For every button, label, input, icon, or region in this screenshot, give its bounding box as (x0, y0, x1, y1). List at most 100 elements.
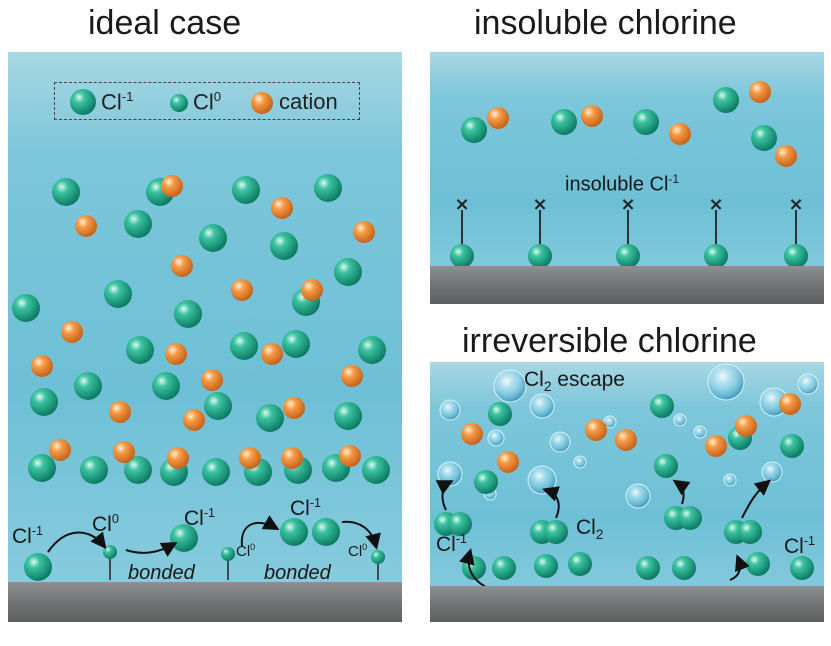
chloride-ion (713, 87, 739, 113)
cation (113, 441, 135, 463)
chloride-ion (450, 244, 474, 268)
chloride-ion (551, 109, 577, 135)
chloride-ion (461, 117, 487, 143)
chloride-ion (232, 176, 260, 204)
chloride-ion (126, 336, 154, 364)
arrow (341, 520, 381, 550)
legend: Cl-1 Cl0 cation (54, 82, 360, 120)
chloride-ion (746, 552, 770, 576)
cation (231, 279, 253, 301)
cation (775, 145, 797, 167)
cation (735, 415, 757, 437)
cation (167, 447, 189, 469)
chloride-ion (704, 244, 728, 268)
electrode-surface (8, 582, 402, 622)
chloride-ion (474, 470, 498, 494)
irreversible-chlorine-particles (434, 363, 819, 593)
cation (581, 105, 603, 127)
cation (201, 369, 223, 391)
cl2-label: Cl2 (576, 516, 604, 543)
arrow (47, 531, 107, 553)
bonded-label: bonded (264, 562, 331, 584)
electrode-surface (430, 586, 824, 622)
chloride-ion (199, 224, 227, 252)
gas-bubble (549, 431, 571, 453)
bonded-label: bonded (128, 562, 195, 584)
chloride-ion (104, 280, 132, 308)
arrow (542, 486, 560, 519)
blocked-mark: × (454, 194, 469, 215)
chloride-ion (202, 458, 230, 486)
gas-bubble (439, 399, 461, 421)
chloride-ion (124, 210, 152, 238)
chloride-ion-label: Cl-1 (184, 506, 216, 530)
insoluble-chlorine-particles: ××××× (450, 81, 808, 268)
cation (161, 175, 183, 197)
chloride-ion (230, 332, 258, 360)
chloride-ion (492, 556, 516, 580)
chloride-ion (371, 550, 385, 564)
chloride-ion (12, 294, 40, 322)
cation (183, 409, 205, 431)
gas-bubble (761, 461, 783, 483)
gas-bubble (797, 373, 819, 395)
legend-chloride-ion-marker (70, 89, 96, 115)
chloride-ion (80, 456, 108, 484)
cation (49, 439, 71, 461)
insoluble-chlorine-panel: ××××× insoluble Cl-1 (430, 52, 824, 304)
cation (669, 123, 691, 145)
chloride-ion (616, 244, 640, 268)
chloride-ion (282, 330, 310, 358)
legend-markers (70, 89, 273, 115)
chloride-ion (334, 258, 362, 286)
gas-bubble (573, 455, 587, 469)
chloride-ion (790, 556, 814, 580)
chloride-ion (152, 372, 180, 400)
cation (301, 279, 323, 301)
arrow (672, 479, 691, 505)
chloride-ion (204, 392, 232, 420)
electrode-surface (430, 266, 824, 304)
chloride-ion (650, 394, 674, 418)
chloride-ion (24, 553, 52, 581)
cation (487, 107, 509, 129)
blocked-mark: × (708, 194, 723, 215)
ideal-case-panel: Cl-1 Cl0 cation Cl-1 Cl0 Cl-1 Cl-1 Cl0 C… (8, 52, 402, 622)
cation (585, 419, 607, 441)
chloride-ion (633, 109, 659, 135)
blocked-mark: × (532, 194, 547, 215)
gas-bubble (487, 429, 505, 447)
insoluble-chlorine-title: insoluble chlorine (474, 4, 737, 42)
cation (75, 215, 97, 237)
chloride-ion (358, 336, 386, 364)
arrow (729, 554, 750, 581)
chloride-ion (738, 520, 762, 544)
arrow (125, 542, 178, 557)
chloride-ion (280, 518, 308, 546)
ideal-case-particles (12, 174, 390, 581)
cation (171, 255, 193, 277)
chloride-ion-label: Cl-1 (12, 524, 44, 548)
chloride-ion (256, 404, 284, 432)
cation (239, 447, 261, 469)
gas-bubble (707, 363, 745, 401)
chloride-ion (448, 512, 472, 536)
legend-chloride-ion-label: Cl-1 (101, 89, 134, 115)
insoluble-chloride-label: insoluble Cl-1 (565, 172, 680, 196)
chloride-ion (654, 454, 678, 478)
chloride-ion (270, 232, 298, 260)
chloride-ion (678, 506, 702, 530)
chloride-ion (544, 520, 568, 544)
chlorine-atom-label: Cl0 (92, 512, 119, 536)
cation (339, 445, 361, 467)
chloride-ion-label: Cl-1 (290, 496, 322, 520)
cation (779, 393, 801, 415)
cation (261, 343, 283, 365)
cation (341, 365, 363, 387)
cation (497, 451, 519, 473)
chloride-ion (334, 402, 362, 430)
gas-bubble (493, 369, 527, 403)
chlorine-atom-label: Cl0 (236, 542, 256, 560)
cl2-escape-label: Cl2 escape (524, 368, 625, 395)
cation (281, 447, 303, 469)
